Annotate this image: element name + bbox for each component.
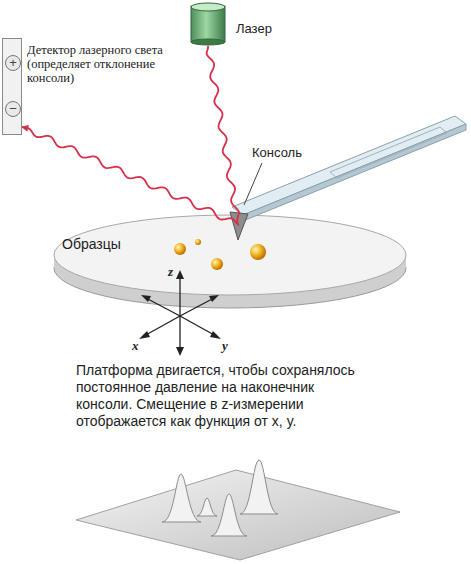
detector-box: Детектор лазерного света (определяет отк… [2, 38, 22, 135]
plus-terminal: + [5, 55, 21, 71]
surface-plot [76, 460, 400, 560]
axis-label: x [132, 338, 139, 354]
laser: Лазер [190, 2, 226, 46]
cantilever [230, 116, 466, 240]
axis-label: y [222, 338, 228, 354]
samples-label: Образцы [62, 236, 121, 252]
axis-label: z [168, 264, 173, 280]
sample-spheres [174, 239, 266, 270]
detector-label: Детектор лазерного света (определяет отк… [27, 43, 177, 85]
sample-platform [54, 215, 406, 308]
axes [139, 270, 221, 356]
note-text: Платформа двигается, чтобы сохранялось п… [76, 362, 361, 430]
cantilever-label: Консоль [252, 145, 302, 160]
laser-label: Лазер [236, 21, 272, 36]
leader-line [244, 163, 262, 205]
minus-terminal: − [5, 101, 21, 117]
laser-cylinder [190, 2, 226, 46]
